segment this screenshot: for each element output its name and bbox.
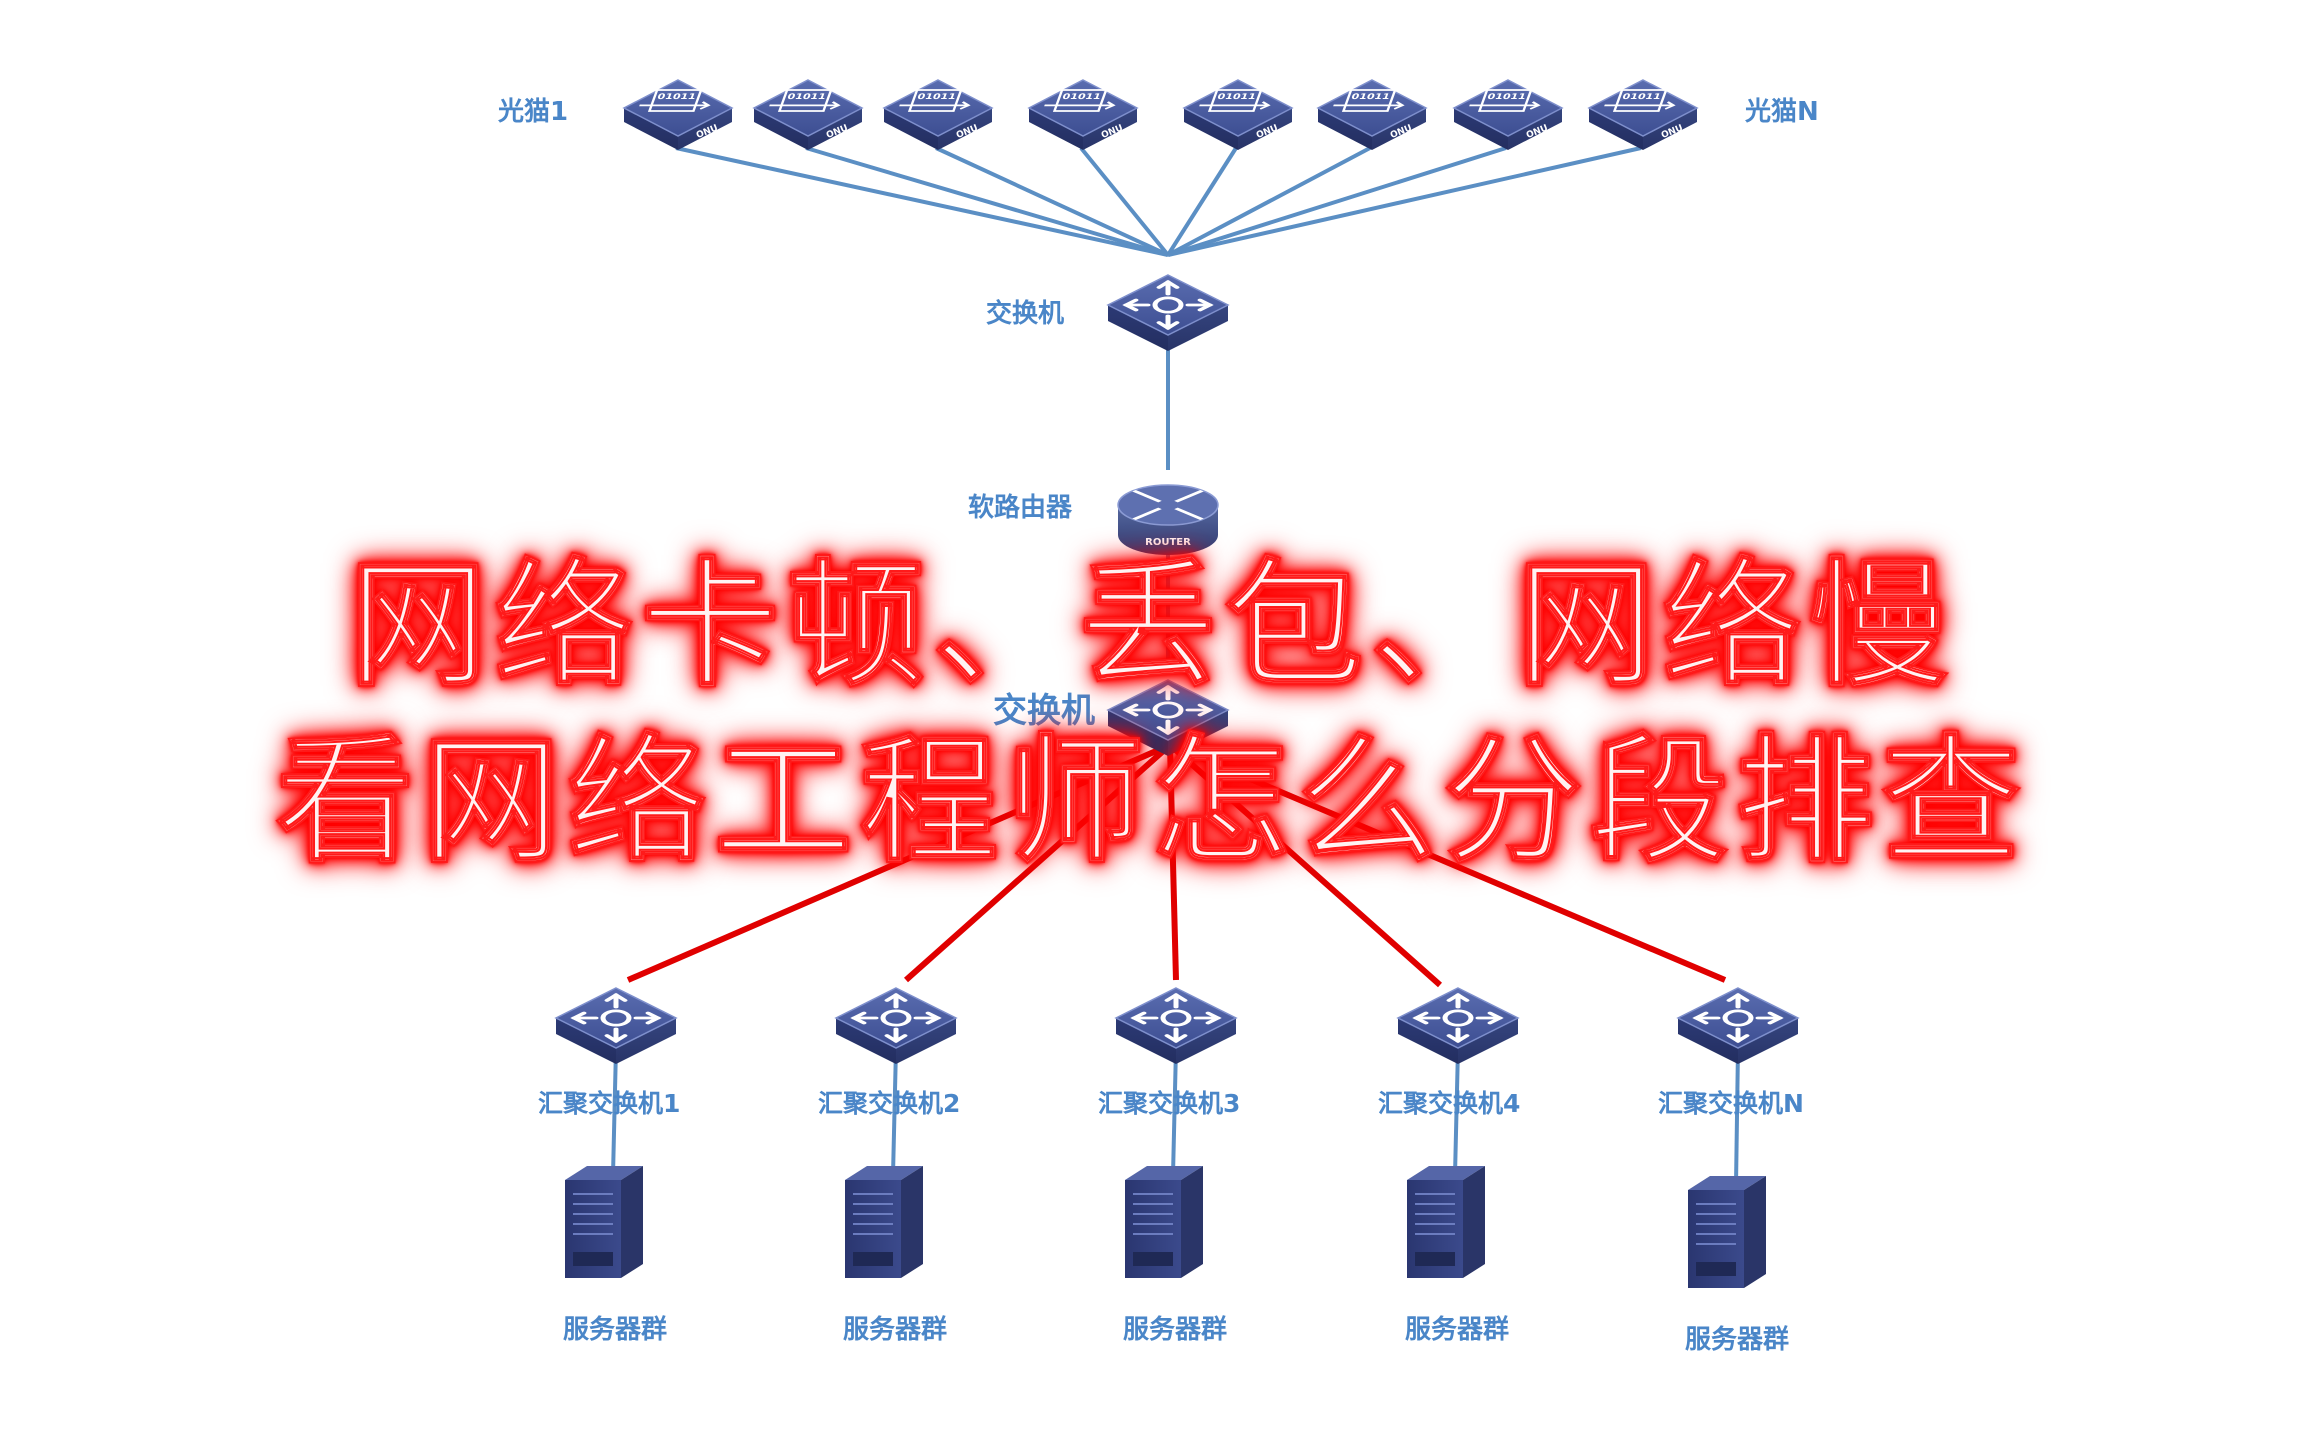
distribution-switch-label: 交换机 [993, 691, 1095, 731]
onu-uplink [805, 146, 1169, 257]
server-tower-icon [565, 1166, 643, 1278]
server-row [565, 1166, 1766, 1288]
aggregation-switch-label: 汇聚交换机4 [1378, 1089, 1520, 1118]
server-tower-icon [845, 1166, 923, 1278]
core-switch-label: 交换机 [986, 298, 1064, 329]
aggregation-switch-row [554, 987, 1800, 1064]
red-downlink [1168, 742, 1727, 983]
agg-server-link [611, 1047, 618, 1176]
server-group-label: 服务器群 [563, 1315, 667, 1345]
switch-icon [1106, 679, 1230, 756]
onu-first-label: 光猫1 [497, 97, 568, 127]
svg-text:01011: 01011 [1621, 93, 1663, 102]
svg-text:01011: 01011 [1486, 93, 1528, 102]
aggregation-switch-label: 汇聚交换机N [1658, 1089, 1804, 1118]
agg-server-link [1453, 1047, 1460, 1176]
svg-text:01011: 01011 [1061, 93, 1103, 102]
server-tower-icon [1407, 1166, 1485, 1278]
onu-uplink [675, 146, 1169, 257]
svg-text:01011: 01011 [786, 93, 828, 102]
switch-icon [1676, 987, 1800, 1064]
switch-icon [1114, 987, 1238, 1064]
server-tower-icon [1125, 1166, 1203, 1278]
router-label: 软路由器 [968, 492, 1073, 523]
aggregation-switch-label: 汇聚交换机3 [1098, 1089, 1240, 1118]
onu-uplink [1167, 146, 1507, 257]
red-downlink [626, 742, 1172, 983]
red-downlink [904, 742, 1172, 983]
red-downlink [1167, 744, 1179, 981]
soft-router: ROUTER [1117, 484, 1219, 555]
onu-last-label: 光猫N [1744, 97, 1819, 127]
server-group-label: 服务器群 [1405, 1315, 1509, 1345]
server-tower-icon [1688, 1176, 1766, 1288]
switch-icon [1396, 987, 1520, 1064]
svg-text:01011: 01011 [1350, 93, 1392, 102]
core-switch [1106, 274, 1230, 351]
onu-uplink [935, 146, 1169, 257]
aggregation-switch-label: 汇聚交换机2 [818, 1089, 960, 1118]
distribution-switch [1106, 679, 1230, 756]
aggregation-switch-label: 汇聚交换机1 [538, 1089, 680, 1118]
aggregation-switch-labels: 汇聚交换机1 汇聚交换机2 汇聚交换机3 汇聚交换机4 汇聚交换机N [538, 1089, 1804, 1118]
onu-uplink [1079, 146, 1170, 257]
server-group-label: 服务器群 [1123, 1315, 1227, 1345]
server-labels: 服务器群 服务器群 服务器群 服务器群 服务器群 [563, 1315, 1789, 1355]
svg-text:ROUTER: ROUTER [1145, 537, 1191, 548]
title-line-2: 看网络工程师怎么分段排查 [275, 719, 2028, 882]
switch-icon [834, 987, 958, 1064]
switch-icon [1106, 274, 1230, 351]
onu-uplink [1167, 146, 1642, 257]
server-group-label: 服务器群 [843, 1315, 947, 1345]
router-icon: ROUTER [1117, 484, 1219, 555]
switch-icon [554, 987, 678, 1064]
agg-server-link [1171, 1047, 1178, 1176]
agg-server-link [1734, 1047, 1740, 1186]
blue-links [611, 146, 1740, 1186]
svg-text:01011: 01011 [656, 93, 698, 102]
red-downlink [1168, 742, 1442, 988]
red-links [626, 742, 1727, 988]
svg-text:01011: 01011 [1216, 93, 1258, 102]
title-line-1: 网络卡顿、丢包、网络慢 [348, 543, 1955, 706]
onu-uplink [1167, 146, 1371, 257]
agg-server-link [891, 1047, 898, 1176]
onu-uplink [1166, 146, 1238, 257]
svg-text:01011: 01011 [916, 93, 958, 102]
server-group-label: 服务器群 [1685, 1325, 1789, 1355]
